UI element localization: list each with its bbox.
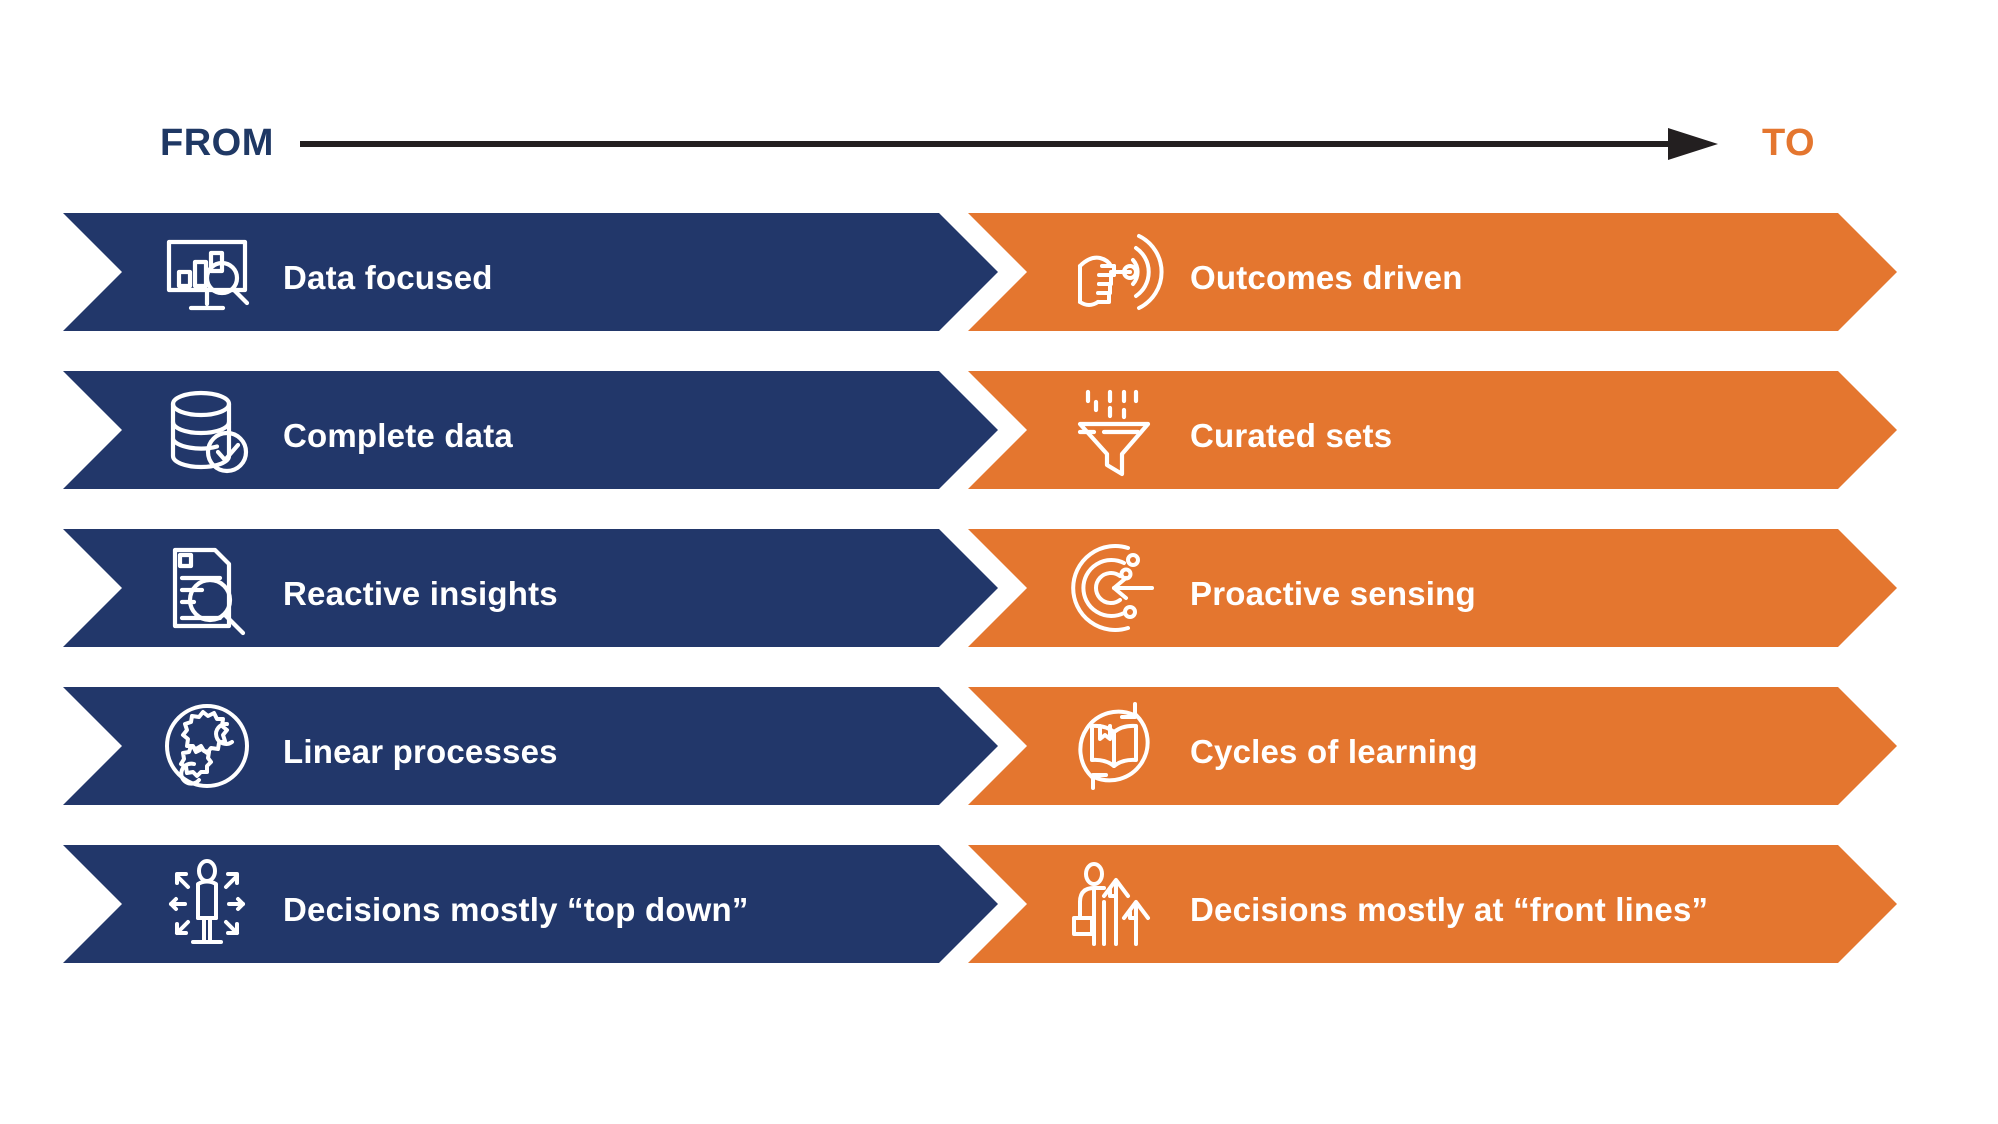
funnel-binary-data-icon: [1060, 376, 1168, 484]
from-to-header: FROM TO: [0, 0, 1998, 200]
to-chevron-decisions-front-lines[interactable]: Decisions mostly at “front lines”: [968, 845, 1897, 963]
database-check-icon: [153, 376, 261, 484]
to-chevron-label: Outcomes driven: [1190, 259, 1463, 296]
to-chevron-outcomes-driven[interactable]: Outcomes driven: [968, 213, 1897, 331]
from-chevron-data-focused[interactable]: Data focused: [63, 213, 998, 331]
to-chevron-label: Cycles of learning: [1190, 733, 1478, 770]
monitor-bar-chart-magnifier-icon: [153, 218, 261, 326]
chevron-row: Complete data Curated sets: [0, 371, 1998, 489]
worker-briefcase-up-arrows-icon: [1060, 850, 1168, 958]
chevron-row: Reactive insights Proactive sensing: [0, 529, 1998, 647]
from-chevron-label: Decisions mostly “top down”: [283, 891, 749, 928]
from-chevron-label: Data focused: [283, 259, 493, 296]
person-outward-arrows-icon: [153, 850, 261, 958]
from-chevron-linear-processes[interactable]: Linear processes: [63, 687, 998, 805]
chevron-row: Linear processes Cycles of learning: [0, 687, 1998, 805]
long-right-arrow-icon: [300, 126, 1720, 162]
to-chevron-label: Curated sets: [1190, 417, 1393, 454]
from-chevron-decisions-top-down[interactable]: Decisions mostly “top down”: [63, 845, 998, 963]
to-chevron-label: Decisions mostly at “front lines”: [1190, 891, 1709, 928]
chevron-row: Decisions mostly “top down”: [0, 845, 1998, 963]
from-chevron-reactive-insights[interactable]: Reactive insights: [63, 529, 998, 647]
hand-target-bullseye-icon: [1060, 218, 1168, 326]
to-chevron-cycles-of-learning[interactable]: Cycles of learning: [968, 687, 1897, 805]
open-book-refresh-cycle-icon: [1060, 692, 1168, 800]
radar-signal-arrow-icon: [1060, 534, 1168, 642]
from-chevron-complete-data[interactable]: Complete data: [63, 371, 998, 489]
to-chevron-label: Proactive sensing: [1190, 575, 1476, 612]
chevron-row: Data focused Outcom: [0, 213, 1998, 331]
to-chevron-curated-sets[interactable]: Curated sets: [968, 371, 1897, 489]
from-chevron-label: Reactive insights: [283, 575, 558, 612]
gears-in-circle-icon: [153, 692, 261, 800]
document-magnifier-icon: [153, 534, 261, 642]
from-chevron-label: Linear processes: [283, 733, 558, 770]
to-label: TO: [1762, 122, 1816, 164]
to-chevron-proactive-sensing[interactable]: Proactive sensing: [968, 529, 1897, 647]
from-label: FROM: [160, 122, 274, 164]
from-chevron-label: Complete data: [283, 417, 513, 454]
